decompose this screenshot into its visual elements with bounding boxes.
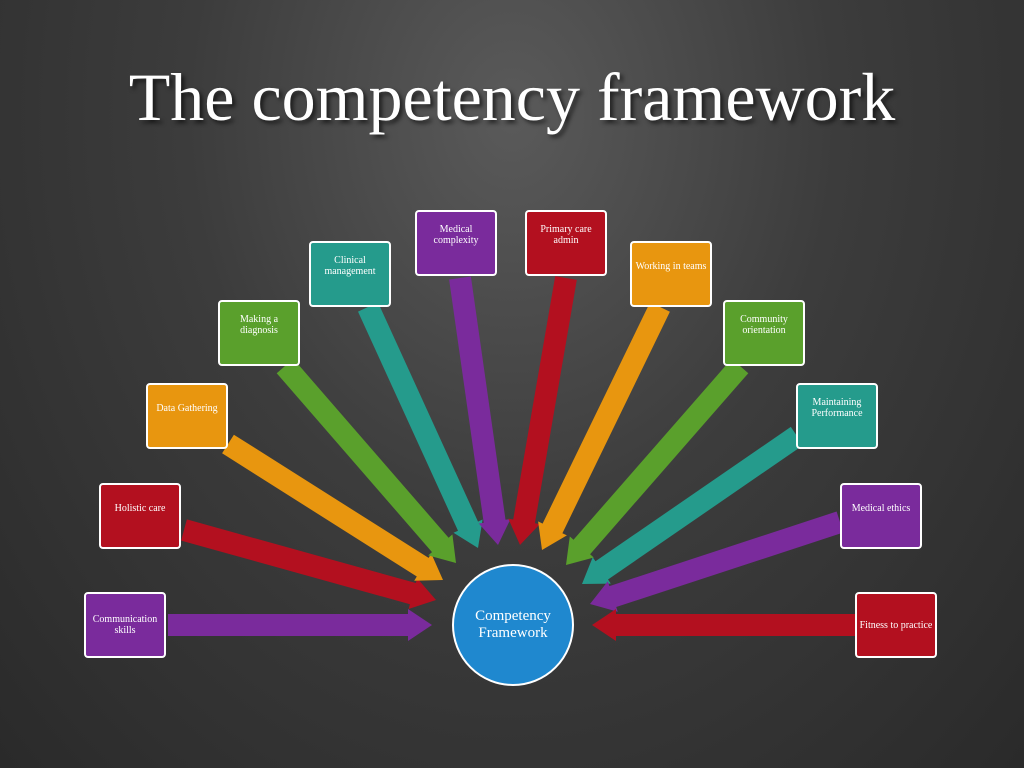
node-label: Medical complexity (433, 224, 479, 246)
node-label: Medical ethics (851, 502, 911, 514)
arrow-9 (566, 358, 749, 565)
arrow-10 (582, 426, 804, 584)
node-medical-ethics: Medical ethics (840, 483, 922, 549)
node-label: Data Gathering (156, 402, 218, 414)
arrow-12 (592, 609, 856, 641)
center-label: Competency Framework (475, 608, 551, 641)
node-data-gathering: Data Gathering (146, 383, 228, 449)
node-clinical-management: Clinical management (309, 241, 391, 307)
node-making-a-diagnosis: Making a diagnosis (218, 300, 300, 366)
arrow-6 (449, 276, 511, 545)
arrow-2 (181, 519, 436, 609)
node-label: Making a diagnosis (239, 314, 279, 336)
node-label: Community orientation (740, 314, 788, 336)
node-label: Maintaining Performance (811, 397, 863, 419)
node-label: Communication skills (92, 614, 158, 636)
node-label: Holistic care (114, 502, 166, 514)
node-label: Fitness to practice (859, 619, 933, 631)
node-fitness-to-practice: Fitness to practice (855, 592, 937, 658)
arrow-8 (538, 302, 670, 550)
node-label: Working in teams (635, 260, 707, 272)
node-label: Clinical management (324, 255, 376, 277)
arrow-3 (222, 434, 443, 581)
slide-title: The competency framework (128, 59, 896, 135)
arrow-4 (276, 358, 456, 563)
node-holistic-care: Holistic care (99, 483, 181, 549)
arrow-7 (508, 276, 577, 545)
node-working-in-teams: Working in teams (630, 241, 712, 307)
arrow-5 (358, 302, 483, 548)
arrow-1 (168, 609, 432, 641)
center-circle: Competency Framework (452, 564, 574, 686)
node-community-orientation: Community orientation (723, 300, 805, 366)
node-communication-skills: Communication skills (84, 592, 166, 658)
arrow-11 (590, 511, 844, 612)
node-primary-care-admin: Primary care admin (525, 210, 607, 276)
node-maintaining-performance: Maintaining Performance (796, 383, 878, 449)
node-medical-complexity: Medical complexity (415, 210, 497, 276)
node-label: Primary care admin (540, 224, 592, 246)
